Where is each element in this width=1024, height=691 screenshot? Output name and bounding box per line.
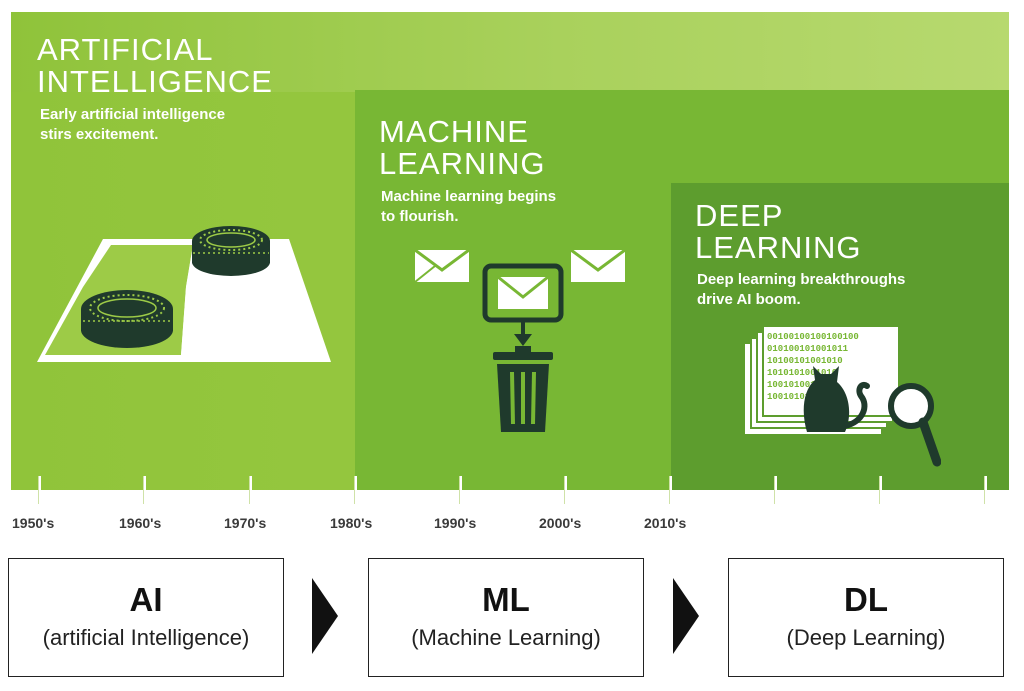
binary-row: 1010101001010 <box>767 368 837 378</box>
year-label: 2000's <box>539 515 582 531</box>
timeline-tick <box>669 476 672 504</box>
timeline-tick <box>879 476 882 504</box>
ai-subtitle: Early artificial intelligence stirs exci… <box>40 106 226 143</box>
timeline-tick <box>38 476 41 504</box>
year-label: 1950's <box>12 515 55 531</box>
dl-title: DEEP LEARNING <box>695 198 862 265</box>
ai-title: ARTIFICIAL INTELLIGENCE <box>37 32 273 99</box>
year-label: 2010's <box>644 515 687 531</box>
timeline-tick <box>354 476 357 504</box>
binary-row: 00100100100100100 <box>767 332 859 342</box>
summary-full: (artificial Intelligence) <box>42 625 250 650</box>
timeline-tick <box>774 476 777 504</box>
binary-row: 10100101001010 <box>767 356 843 366</box>
summary-box-ml: ML (Machine Learning) <box>368 558 644 677</box>
year-label: 1990's <box>434 515 477 531</box>
binary-row: 010100101001011 <box>767 344 849 354</box>
summary-full: (Deep Learning) <box>786 625 946 650</box>
summary-full: (Machine Learning) <box>411 625 601 650</box>
timeline-tick <box>984 476 987 504</box>
summary-abbr: ML <box>482 581 530 618</box>
top-band <box>11 12 1009 92</box>
year-label: 1980's <box>330 515 373 531</box>
dl-subtitle: Deep learning breakthroughs drive AI boo… <box>697 271 906 308</box>
spam-filter-icon <box>414 248 626 432</box>
summary-abbr: DL <box>844 581 888 618</box>
binary-row: 100101001001 <box>767 380 832 390</box>
timeline-tick <box>564 476 567 504</box>
timeline-tick <box>143 476 146 504</box>
ml-subtitle: Machine learning begins to flourish. <box>381 188 557 225</box>
summary-abbr: AI <box>129 581 163 618</box>
ml-title: MACHINE LEARNING <box>379 114 546 181</box>
checkers-board-icon <box>37 226 331 362</box>
year-label: 1960's <box>119 515 162 531</box>
timeline-infographic: ARTIFICIAL INTELLIGENCE Early artificial… <box>11 12 1009 490</box>
timeline-tick <box>249 476 252 504</box>
summary-box-ai: AI (artificial Intelligence) <box>8 558 284 677</box>
cat-recognition-icon: 00100100100100100 010100101001011 101001… <box>745 325 941 467</box>
arrow-right-icon <box>312 578 338 654</box>
arrow-right-icon <box>673 578 699 654</box>
summary-box-dl: DL (Deep Learning) <box>728 558 1004 677</box>
year-label: 1970's <box>224 515 267 531</box>
timeline-tick <box>459 476 462 504</box>
binary-row: 1001010110 <box>767 392 821 402</box>
